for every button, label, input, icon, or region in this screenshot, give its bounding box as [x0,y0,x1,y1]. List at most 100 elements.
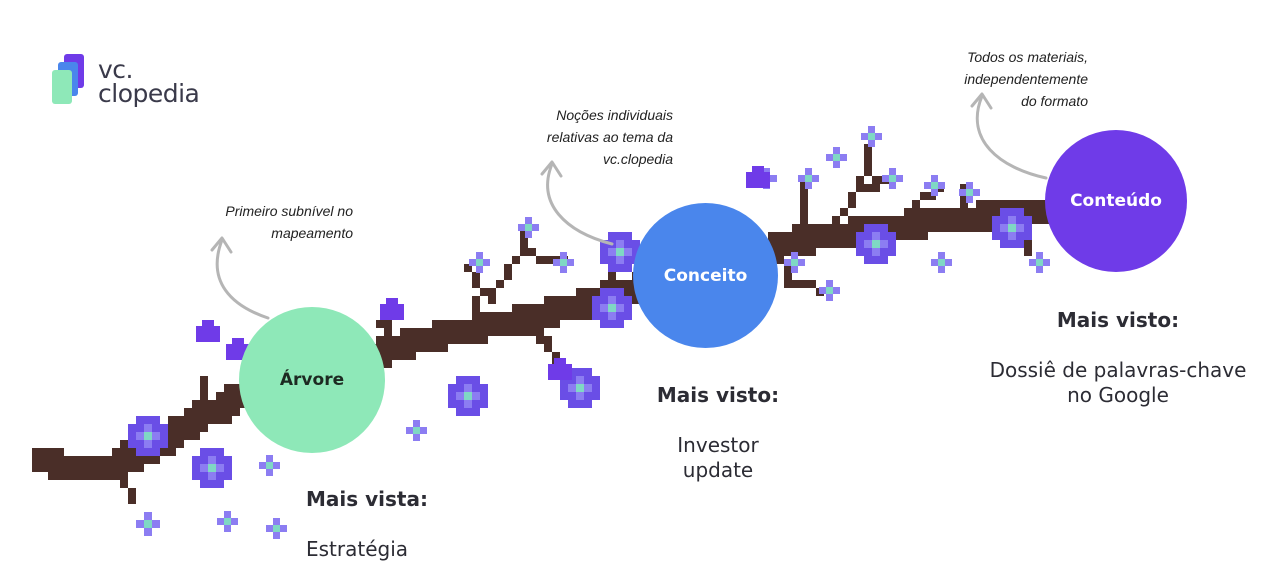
leaf-pixel [554,358,566,366]
flower-center [560,259,567,266]
branch-pixel [800,232,808,240]
node-arvore[interactable]: Árvore [239,307,385,453]
curved-arrows [210,92,1048,320]
flower-petal [600,312,608,320]
arrow-conceito-icon [546,162,614,246]
flower-petal [128,424,136,448]
branch-pixel [784,272,792,280]
branch-pixel [464,328,472,336]
flower-petal [1000,216,1008,224]
branch-pixel [544,256,552,264]
book-stack-logo-icon [52,54,84,104]
branch-pixel [200,384,208,392]
branch-pixel [536,328,544,336]
branch-pixel [864,160,872,168]
branch-pixel [200,376,208,384]
note-conceito: Noções individuais relativas ao tema da … [546,107,673,167]
flower-petal [216,456,224,464]
flower-petal [608,264,632,272]
flower-petal [216,472,224,480]
flower-center [872,240,880,248]
flower-center [525,224,532,231]
flower-petal [600,288,624,296]
flower-petal [1000,208,1024,216]
node-conceito-label: Conceito [663,265,748,286]
caption-conceito-label: Mais visto: [656,383,780,407]
branch-pixel [384,320,392,328]
branch-pixel [208,416,216,424]
flower-center [1008,224,1016,232]
branch-pixel [472,272,480,280]
leaf-pixel [752,166,764,174]
flower-petal [472,384,480,392]
caption-conceito-value: Investor update [677,433,759,482]
branch-pixel [824,232,832,240]
branch-pixel [480,288,488,296]
node-conteudo[interactable]: Conteúdo [1045,130,1187,272]
flower-petal [1016,216,1024,224]
arrow-arvore-icon [215,238,270,320]
flower-petal [600,240,608,264]
flower-petal [136,448,160,456]
branch-pixel [904,216,912,224]
flower-center [576,384,584,392]
branch-pixel [488,296,496,304]
flower-petal [584,392,592,400]
branch-pixel [800,184,808,192]
flower-petal [456,400,464,408]
branch-pixel [400,344,408,352]
node-conceito[interactable]: Conceito [633,203,778,348]
tree-branch [32,144,1072,504]
branch-pixel [960,200,968,208]
branch-pixel [472,296,480,304]
pixel-flowers [128,126,1050,539]
branch-pixel [920,192,928,200]
vcclopedia-logo: vc. clopedia [50,52,220,114]
flower-petal [600,320,624,328]
branch-pixel [512,256,520,264]
flower-center [791,259,798,266]
leaf-pixel [232,338,244,346]
branch-pixel [800,280,808,288]
caption-arvore: Mais vista: Estratégia [306,462,428,587]
flower-center [144,520,152,528]
flower-petal [152,440,160,448]
flower-petal [192,456,200,480]
branch-pixel [472,304,480,312]
node-arvore-label: Árvore [279,370,345,390]
leaf-pixel [202,320,214,328]
flower-center [608,304,616,312]
flower-center [616,248,624,256]
branch-pixel [784,264,792,272]
flower-petal [200,480,224,488]
flower-petal [880,248,888,256]
branch-pixel [792,280,800,288]
flower-petal [992,216,1000,240]
branch-pixel [840,208,848,216]
arrowhead-conceito-icon [540,160,563,178]
flower-petal [864,248,872,256]
branch-pixel [600,280,608,288]
flower-petal [472,400,480,408]
flower-petal [136,416,160,424]
note-arvore: Primeiro subnível no mapeamento [225,203,353,241]
branch-pixel [848,192,856,200]
flower-petal [200,472,208,480]
branch-pixel [960,184,968,192]
flower-center [144,432,152,440]
leaf-pixel [196,326,220,342]
flower-petal [616,296,624,304]
branch-pixel [200,400,208,408]
branch-pixel [496,280,504,288]
caption-arvore-value: Estratégia [306,537,409,561]
branch-pixel [872,176,880,184]
branch-pixel [784,280,792,288]
branch-pixel [552,352,560,360]
note-conteudo: Todos os materiais, independentemente do… [964,49,1088,109]
flower-center [224,518,231,525]
branch-pixel [536,256,544,264]
leaf-pixel [386,298,398,306]
logo-line-1: vc. [98,55,134,84]
branch-pixel [128,496,136,504]
branch-pixel [856,176,864,184]
